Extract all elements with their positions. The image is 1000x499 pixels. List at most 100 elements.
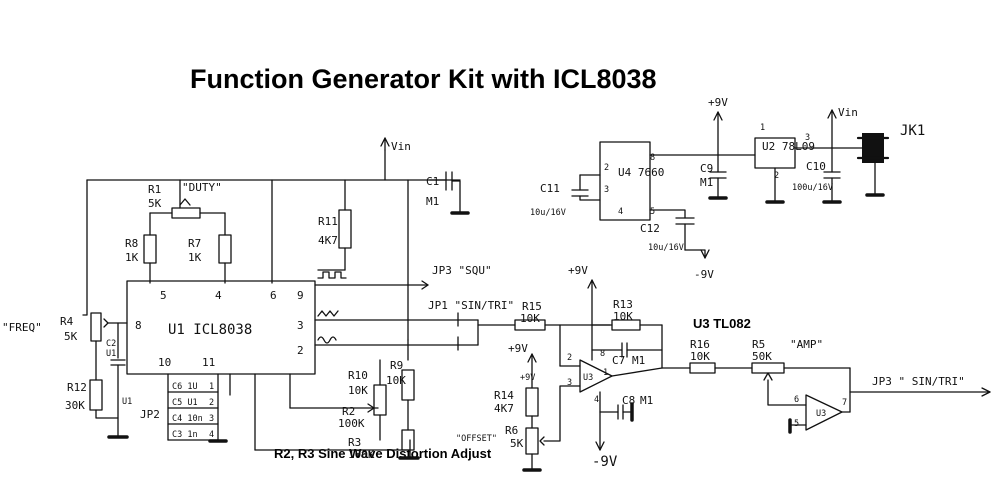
capacitor-bank-jp2: C6 1U C5 U1 C4 10n C3 1n 1 2 3 4 JP2: [140, 373, 228, 443]
vin-rail: Vin: [82, 137, 461, 341]
jack-jk1: JK1: [856, 123, 925, 197]
distortion-network: [229, 339, 420, 460]
opamp-u3a: U3 2 3 8 1 4 -9V: [567, 349, 691, 470]
r5-value: 50K: [752, 350, 772, 363]
vin-label-right: Vin: [838, 106, 858, 119]
potentiometer-r1: R1 5K "DUTY": [148, 181, 226, 236]
r6-value: 5K: [510, 437, 524, 450]
minus9v-c12-label: -9V: [694, 268, 714, 281]
jack-body: [862, 133, 884, 163]
c12-value: 10u/16V: [648, 243, 684, 253]
u1-pin-6: 6: [270, 289, 277, 302]
jk1-label: JK1: [900, 123, 925, 139]
plus9v-mid-label: +9V: [508, 342, 528, 355]
capacitor-c7: C7 M1: [591, 342, 663, 367]
c8-value: M1: [640, 394, 653, 407]
r15-value: 10K: [520, 312, 540, 325]
r15-name: R15: [522, 300, 542, 313]
u1-pin-2: 2: [297, 344, 304, 357]
potentiometer-r4: R4 5K "FREQ": [2, 312, 128, 381]
r11-value: 4K7: [318, 234, 338, 247]
capacitor-c10: C10 100u/16V: [792, 147, 842, 204]
c10-value: 100u/16V: [792, 183, 833, 193]
c2-value: U1: [106, 349, 116, 359]
r4-value: 5K: [64, 330, 78, 343]
c11-name: C11: [540, 182, 560, 195]
page-title: Function Generator Kit with ICL8038: [190, 64, 657, 94]
plus9v-reg-label: +9V: [708, 96, 728, 109]
u1-pin-10: 10: [158, 356, 171, 369]
ic-u1-body: [126, 280, 316, 375]
resistor-r7: R7 1K: [188, 234, 232, 284]
r13-name: R13: [613, 298, 633, 311]
ic-u2: U2 78L09 1 2 3: [754, 123, 876, 204]
u1-pin-3: 3: [297, 319, 304, 332]
r16-value: 10K: [690, 350, 710, 363]
opamp-u3b: U3 6 5 7 JP3 " SIN/TRI": [788, 367, 991, 434]
r7-value: 1K: [188, 251, 202, 264]
ic-u4-label: U4 7660: [618, 166, 664, 179]
plus9v-regulated: +9V: [649, 96, 756, 173]
u4-pin-4: 4: [618, 207, 623, 217]
resistor-r10: R10 10K: [348, 369, 387, 416]
square-wave-output: JP3 "SQU": [314, 264, 492, 290]
capacitor-c2: C2 U1: [106, 322, 129, 439]
u1-pin-4: 4: [215, 289, 222, 302]
c1-value: M1: [426, 195, 439, 208]
r12-name: R12: [67, 381, 87, 394]
u1-note: U1: [122, 397, 132, 407]
capacitor-c8: C8 M1: [599, 394, 653, 422]
u4-pin-3: 3: [604, 185, 609, 195]
c7-value: M1: [632, 354, 645, 367]
r1-note: "DUTY": [182, 181, 222, 194]
jp2-pin-3: 3: [209, 414, 214, 424]
u1-pin-5: 5: [160, 289, 167, 302]
vin-label-left: Vin: [391, 140, 411, 153]
r2-name: R2: [342, 405, 355, 418]
r2-value: 100K: [338, 417, 365, 430]
u3a-pin-3: 3: [567, 378, 572, 388]
caption-distortion-adjust: R2, R3 Sine Wave Distortion Adjust: [274, 446, 492, 461]
u1-pin-9: 9: [297, 289, 304, 302]
u2-pin-1: 1: [760, 123, 765, 133]
c8-name: C8: [622, 394, 635, 407]
c6-label: C6 1U: [172, 382, 198, 392]
u3a-label: U3: [583, 373, 593, 383]
u3a-pin-4: 4: [594, 395, 599, 405]
ic-u1: U1 ICL8038 5 4 6 9 8 3 2 10 11: [126, 280, 316, 375]
ic-u4-body: [599, 141, 651, 221]
c9-value: M1: [700, 176, 713, 189]
r12-value: 30K: [65, 399, 85, 412]
u4-pin-8: 8: [650, 153, 655, 163]
resistor-r11: R11 4K7: [317, 209, 352, 271]
u3b-pin-5: 5: [794, 419, 799, 429]
resistor-r12: R12 30K U1: [65, 379, 132, 419]
r14-name: R14: [494, 389, 514, 402]
resistor-r8: R8 1K: [125, 234, 157, 284]
jp3-out-label: JP3 " SIN/TRI": [872, 375, 965, 388]
tri-sine-outputs: JP1 "SIN/TRI": [314, 299, 514, 351]
ic-u4: U4 7660 2 3 4 5 8: [599, 141, 664, 221]
r9-name: R9: [390, 359, 403, 372]
jp1-label: JP1 "SIN/TRI": [428, 299, 514, 312]
c9-name: C9: [700, 162, 713, 175]
r14-value: 4K7: [494, 402, 514, 415]
r8-name: R8: [125, 237, 138, 250]
capacitor-c1: C1 M1: [426, 171, 470, 215]
u1-pin-11: 11: [202, 356, 215, 369]
u3-type-label: U3 TL082: [693, 316, 751, 331]
u2-pin-3: 3: [805, 133, 810, 143]
ic-u2-label: U2 78L09: [762, 140, 815, 153]
potentiometer-r2: R2 100K: [338, 403, 375, 430]
r3-name: R3: [348, 436, 361, 449]
r1-value: 5K: [148, 197, 162, 210]
jp2-pin-2: 2: [209, 398, 214, 408]
capacitor-c12: C12 10u/16V -9V: [640, 209, 714, 281]
u3b-label: U3: [816, 409, 826, 419]
c2-name: C2: [106, 339, 116, 349]
plus9v-top: +9V: [568, 264, 597, 361]
u4-pin-2: 2: [604, 163, 609, 173]
r16-name: R16: [690, 338, 710, 351]
r7-name: R7: [188, 237, 201, 250]
